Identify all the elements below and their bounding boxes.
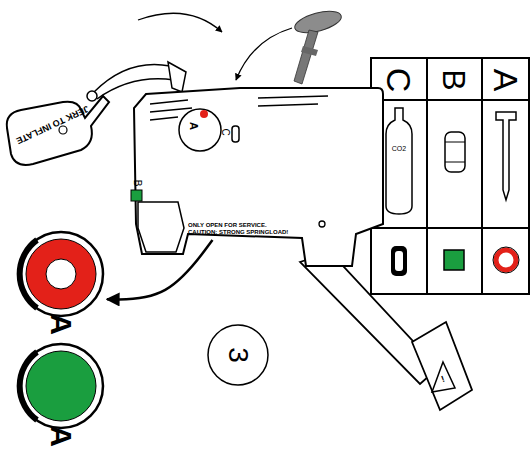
warning-triangle (432, 362, 455, 392)
green-square (131, 190, 142, 201)
node-text: B (131, 178, 143, 188)
indicator-disk (26, 351, 96, 421)
screw-hole (319, 221, 325, 227)
table-rule (481, 58, 483, 294)
node-text: A (45, 416, 77, 452)
table-letter: C (381, 63, 417, 97)
indicator-b (444, 250, 464, 270)
body-window (179, 109, 221, 151)
indicator-outline (19, 344, 103, 428)
indicator-a (496, 250, 516, 270)
warning-mark: ! (435, 371, 450, 386)
body-nut (138, 202, 184, 252)
pull-handle: JERK TO INFLATE (3, 88, 111, 170)
indicator-center (46, 259, 76, 289)
lever-cap (412, 322, 472, 410)
body-outline (134, 88, 383, 266)
inflator-body: A C B ONLY OPEN FOR SERVICE. CAUTION: STRON… (128, 84, 384, 240)
node-shape (3, 88, 111, 170)
node-text: ONLY OPEN FOR SERVICE. CAUTION: STRONG S… (188, 222, 296, 236)
table-rule (371, 99, 529, 101)
c-indicator (232, 126, 239, 142)
node-text: C (219, 127, 231, 137)
cord-clip (168, 62, 186, 92)
pin-collar (301, 46, 318, 56)
indicator-c (395, 251, 403, 271)
pointer-arrow (107, 240, 212, 299)
green-indicator: A (15, 340, 107, 452)
indicator-a (493, 247, 519, 273)
pin-part (496, 112, 516, 200)
co2-cylinder (386, 108, 412, 214)
body-groove (150, 96, 328, 120)
cylinder-label: CO2 (384, 144, 414, 154)
handle-hole (59, 126, 67, 134)
table-letter: A (488, 63, 524, 97)
node-text: 3 (206, 323, 270, 387)
table-letter: B (436, 63, 472, 97)
indicator-c (391, 246, 407, 276)
bobbin (445, 132, 465, 172)
handle-outline (7, 96, 109, 165)
cord-ring (87, 91, 97, 101)
parts-table (371, 58, 529, 294)
node-shape (128, 84, 384, 240)
pin-stem (294, 30, 318, 84)
node-text: A (45, 304, 77, 344)
node-text: A (188, 120, 200, 132)
red-indicator: A (15, 228, 107, 343)
table-rule (426, 58, 428, 294)
motion-arrow (138, 13, 222, 32)
indicator-disk (26, 239, 96, 309)
table-rule (371, 227, 529, 229)
red-dot (200, 110, 208, 118)
indicator-outline (19, 232, 103, 316)
step-circle: 3 (206, 323, 270, 387)
bobbin-line (445, 162, 465, 163)
bobbin-line (445, 142, 465, 143)
motion-arrow (236, 28, 292, 80)
